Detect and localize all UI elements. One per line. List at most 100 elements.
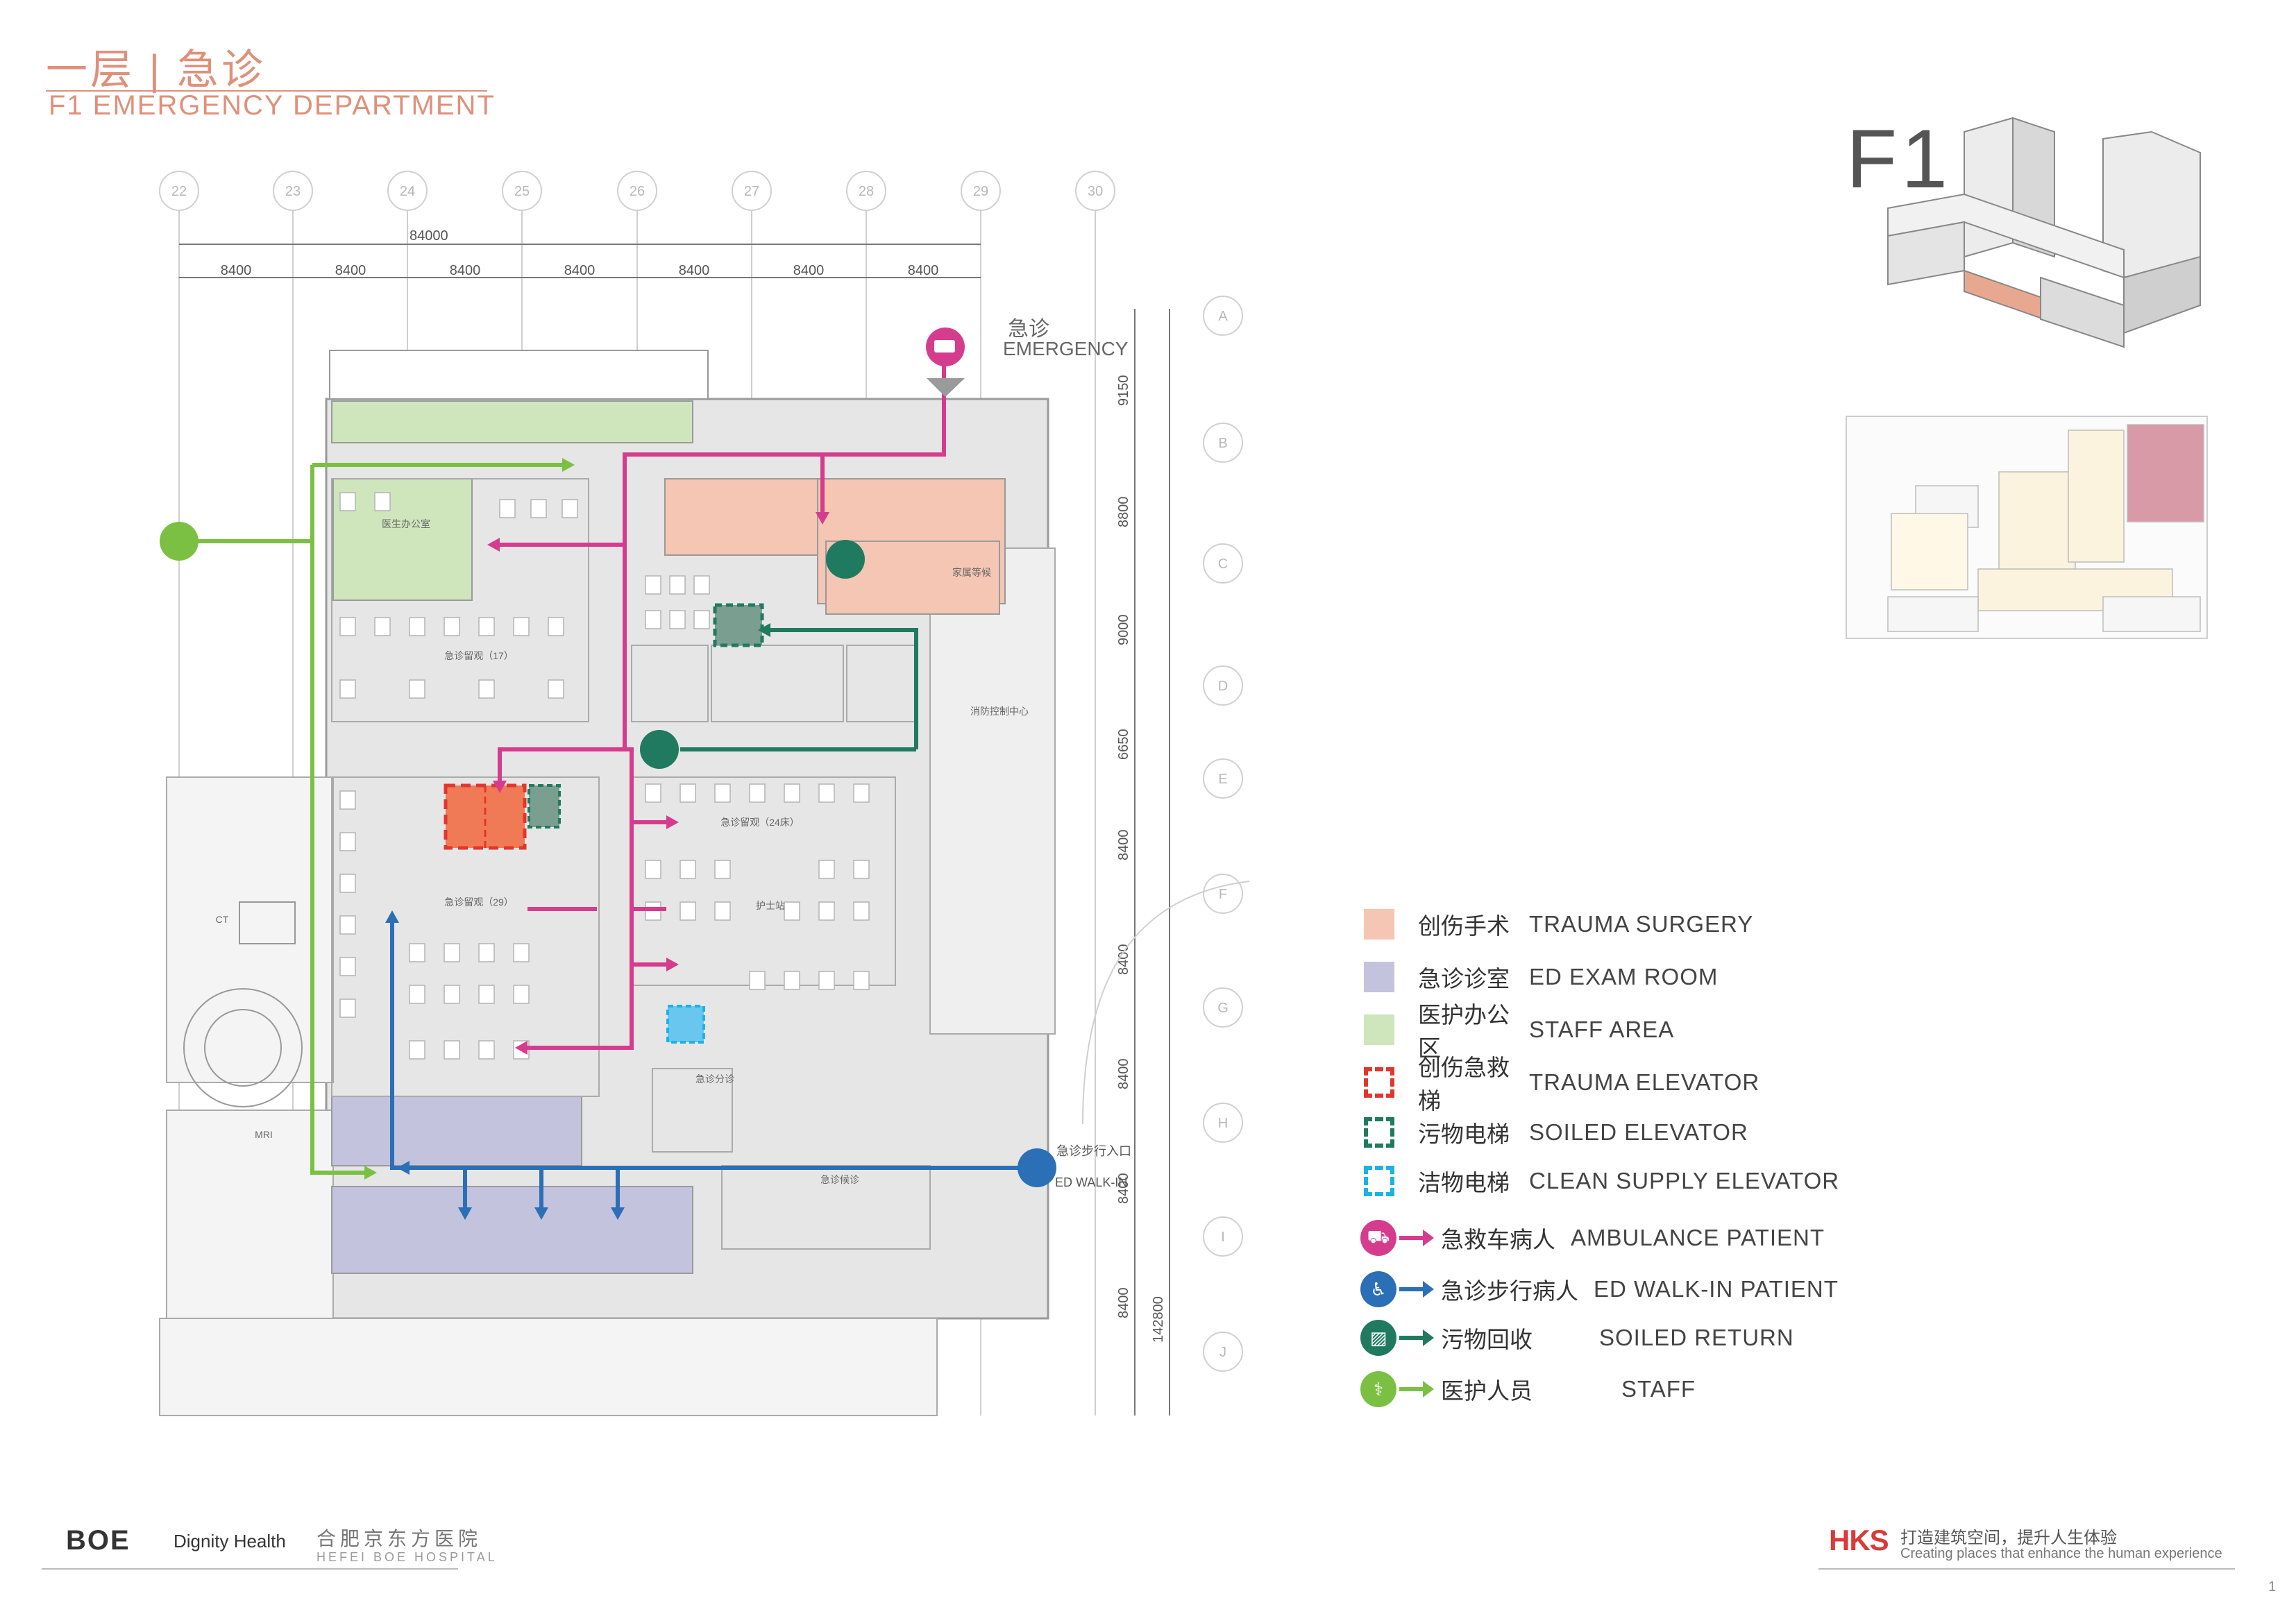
clean-supply-elevator bbox=[666, 1005, 705, 1044]
grid-row-label: F bbox=[1219, 887, 1227, 902]
footer-divider-right bbox=[1818, 1568, 2235, 1570]
legend-ambulance-patient: ⛟ 急救车病人 AMBULANCE PATIENT bbox=[1360, 1217, 1825, 1259]
page-number: 1 bbox=[2268, 1579, 2277, 1595]
walkin-entrance-en: ED WALK-IN bbox=[1055, 1175, 1127, 1189]
hks-tagline-en: Creating places that enhance the human e… bbox=[1900, 1546, 2222, 1561]
soiled-elevator bbox=[713, 603, 764, 647]
legend-trauma-elevator: 创伤急救梯 TRAUMA ELEVATOR bbox=[1364, 1055, 1760, 1114]
legend-label-en: ED EXAM ROOM bbox=[1529, 964, 1719, 989]
row-dim: 9000 bbox=[1116, 615, 1131, 646]
soiled-elevator-small bbox=[527, 784, 561, 829]
overall-dimension: 84000 bbox=[410, 228, 448, 244]
grid-col-label: 26 bbox=[630, 184, 645, 199]
grid-col-label: 28 bbox=[859, 184, 874, 199]
row-dim: 8400 bbox=[1116, 830, 1131, 861]
bay-dim: 8400 bbox=[450, 263, 481, 278]
legend-staff: ⚕ 医护人员 STAFF bbox=[1360, 1368, 1696, 1410]
room-label: CT bbox=[216, 914, 229, 925]
room-label: 急诊候诊 bbox=[820, 1174, 859, 1185]
grid-col-label: 30 bbox=[1088, 184, 1103, 199]
imaging-equipment bbox=[183, 988, 303, 1107]
legend-label-en: TRAUMA ELEVATOR bbox=[1529, 1069, 1760, 1095]
legend-label-cn: 急诊诊室 bbox=[1418, 966, 1510, 992]
legend-label-cn: 洁物电梯 bbox=[1418, 1170, 1510, 1196]
legend-label-cn: 污物电梯 bbox=[1418, 1121, 1510, 1147]
title-underline bbox=[46, 90, 487, 92]
ambulance-arrowheads bbox=[487, 512, 829, 1055]
soiled-route bbox=[680, 628, 918, 751]
grid-column-labels: 22 23 24 25 26 27 28 29 30 bbox=[171, 184, 1103, 199]
route-label-en: SOILED RETURN bbox=[1599, 1325, 1794, 1350]
footer-divider-left bbox=[42, 1568, 458, 1570]
row-dim: 6650 bbox=[1116, 729, 1131, 760]
key-plan bbox=[1846, 416, 2208, 639]
route-label-cn: 急救车病人 bbox=[1441, 1227, 1555, 1252]
grid-col-label: 23 bbox=[285, 184, 301, 199]
swatch-soiled-elevator bbox=[1364, 1117, 1394, 1148]
row-dim: 8400 bbox=[1116, 944, 1131, 976]
west-wing-lower bbox=[166, 1110, 334, 1319]
swatch-ed-exam-room bbox=[1364, 962, 1394, 992]
canopy bbox=[329, 350, 709, 400]
grid-col-label: 24 bbox=[400, 184, 415, 199]
bay-dim: 8400 bbox=[793, 263, 825, 278]
bay-dim: 8400 bbox=[908, 263, 939, 278]
legend-label-en: TRAUMA SURGERY bbox=[1529, 911, 1754, 937]
route-label-en: STAFF bbox=[1621, 1376, 1696, 1402]
hospital-name-en: HEFEI BOE HOSPITAL bbox=[316, 1550, 498, 1564]
bed-bays bbox=[339, 492, 870, 1060]
staff-entry-icon bbox=[160, 522, 199, 561]
row-dim: 8400 bbox=[1116, 1059, 1131, 1090]
grid-row-label: H bbox=[1218, 1116, 1228, 1131]
route-label-cn: 医护人员 bbox=[1441, 1378, 1533, 1404]
row-dimension-lines bbox=[1134, 309, 1170, 1416]
grid-col-label: 27 bbox=[744, 184, 759, 199]
legend-label-en: SOILED ELEVATOR bbox=[1529, 1119, 1748, 1145]
grid-row-bubbles bbox=[1203, 296, 1243, 1372]
legend-walkin-patient: ♿ 急诊步行病人 ED WALK-IN PATIENT bbox=[1360, 1268, 1839, 1310]
grid-col-label: 25 bbox=[514, 184, 530, 199]
row-dim: 9150 bbox=[1116, 375, 1131, 407]
page-title-en: F1 EMERGENCY DEPARTMENT bbox=[49, 90, 496, 121]
room-label: 家属等候 bbox=[952, 567, 991, 578]
swatch-trauma-surgery bbox=[1364, 909, 1394, 940]
legend-label-cn: 医护办公区 bbox=[1418, 1002, 1510, 1061]
legend-clean-supply-elevator: 洁物电梯 CLEAN SUPPLY ELEVATOR bbox=[1364, 1163, 1839, 1199]
floor-label: F1 bbox=[1846, 112, 1952, 205]
row-dim: 8800 bbox=[1116, 497, 1131, 528]
grid-col-label: 22 bbox=[171, 184, 187, 199]
walkin-arrowheads bbox=[385, 910, 625, 1220]
emergency-entrance-en: EMERGENCY bbox=[1003, 338, 1129, 359]
legend-label-cn: 创伤急救梯 bbox=[1418, 1055, 1510, 1114]
room-label: 医生办公室 bbox=[382, 518, 430, 529]
walkin-route bbox=[390, 923, 1027, 1207]
grid-row-label: B bbox=[1218, 436, 1227, 451]
legend-ed-exam-room: 急诊诊室 ED EXAM ROOM bbox=[1364, 959, 1718, 995]
walkin-entry-icon bbox=[1018, 1148, 1056, 1187]
swatch-staff-area bbox=[1364, 1014, 1394, 1045]
legend-staff-area: 医护办公区 STAFF AREA bbox=[1364, 1002, 1674, 1061]
staff-route bbox=[186, 539, 364, 1175]
swatch-trauma-elevator bbox=[1364, 1067, 1394, 1098]
room-label: 消防控制中心 bbox=[970, 706, 1029, 717]
grid-row-label: I bbox=[1221, 1230, 1225, 1245]
stethoscope-icon: ⚕ bbox=[1360, 1371, 1396, 1407]
soiled-truck-icon-2 bbox=[640, 730, 679, 769]
legend-label-cn: 创伤手术 bbox=[1418, 913, 1510, 939]
hks-logo: HKS bbox=[1829, 1524, 1889, 1556]
truck-icon: ▨ bbox=[1360, 1320, 1396, 1356]
bay-dimensions: 8400 8400 8400 8400 8400 8400 8400 bbox=[221, 263, 939, 278]
grid-row-label: G bbox=[1217, 1001, 1229, 1016]
room-label: 急诊留观（24床） bbox=[720, 817, 800, 828]
walker-icon: ♿ bbox=[1360, 1271, 1396, 1307]
emergency-entrance-cn: 急诊 bbox=[1008, 318, 1049, 341]
total-row-dim: 142800 bbox=[1151, 1296, 1166, 1343]
legend-soiled-elevator: 污物电梯 SOILED ELEVATOR bbox=[1364, 1114, 1748, 1150]
grid-row-label: A bbox=[1218, 309, 1228, 324]
ambulance-route bbox=[498, 361, 946, 1050]
grid-row-label: D bbox=[1218, 679, 1228, 694]
legend-label-en: CLEAN SUPPLY ELEVATOR bbox=[1529, 1168, 1840, 1193]
route-label-en: ED WALK-IN PATIENT bbox=[1594, 1276, 1839, 1302]
legend-trauma-surgery: 创伤手术 TRAUMA SURGERY bbox=[1364, 906, 1753, 942]
